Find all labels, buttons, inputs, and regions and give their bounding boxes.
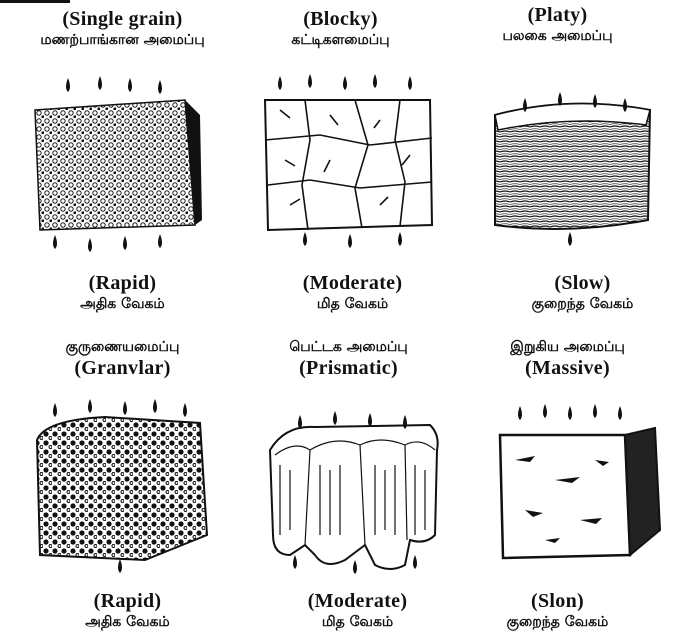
granular-rate: (Rapid) அதிக வேகம் — [15, 590, 240, 632]
heading-ta: பெட்டக அமைப்பு — [236, 337, 461, 357]
top-rule — [0, 0, 70, 3]
heading-ta: கட்டிகளமைப்பு — [228, 30, 453, 50]
granular-illustration — [25, 395, 225, 575]
prismatic-illustration — [255, 395, 455, 580]
single-grain-rate: (Rapid) அதிக வேகம் — [10, 272, 235, 314]
rate-en: (Rapid) — [15, 590, 240, 612]
platy-heading: (Platy) பலகை அமைப்பு — [445, 4, 670, 46]
rate-ta: மித வேகம் — [245, 612, 470, 632]
single-grain-heading: (Single grain) மணற்பாங்கான அமைப்பு — [10, 8, 235, 50]
heading-ta: பலகை அமைப்பு — [445, 26, 670, 46]
rate-ta: அதிக வேகம் — [15, 612, 240, 632]
rate-ta: குறைந்த வேகம் — [445, 612, 670, 632]
rate-en: (Rapid) — [10, 272, 235, 294]
heading-en: (Granvlar) — [10, 357, 235, 379]
rate-en: (Slow) — [470, 272, 676, 294]
rate-en: (Slon) — [445, 590, 670, 612]
massive-rate: (Slon) குறைந்த வேகம் — [445, 590, 670, 632]
massive-heading: இறுகிய அமைப்பு (Massive) — [455, 337, 676, 379]
rate-en: (Moderate) — [240, 272, 465, 294]
heading-ta: மணற்பாங்கான அமைப்பு — [10, 30, 235, 50]
rate-ta: அதிக வேகம் — [10, 294, 235, 314]
heading-en: (Platy) — [445, 4, 670, 26]
heading-en: (Blocky) — [228, 8, 453, 30]
heading-ta: குருணையமைப்பு — [10, 337, 235, 357]
prismatic-rate: (Moderate) மித வேகம் — [245, 590, 470, 632]
single-grain-illustration — [20, 70, 220, 260]
rate-en: (Moderate) — [245, 590, 470, 612]
platy-illustration — [480, 70, 660, 260]
heading-en: (Massive) — [455, 357, 676, 379]
blocky-rate: (Moderate) மித வேகம் — [240, 272, 465, 314]
platy-rate: (Slow) குறைந்த வேகம் — [470, 272, 676, 314]
heading-ta: இறுகிய அமைப்பு — [455, 337, 676, 357]
massive-illustration — [485, 400, 665, 575]
heading-en: (Single grain) — [10, 8, 235, 30]
prismatic-heading: பெட்டக அமைப்பு (Prismatic) — [236, 337, 461, 379]
heading-en: (Prismatic) — [236, 357, 461, 379]
rate-ta: மித வேகம் — [240, 294, 465, 314]
blocky-illustration — [250, 70, 450, 260]
granular-heading: குருணையமைப்பு (Granvlar) — [10, 337, 235, 379]
rate-ta: குறைந்த வேகம் — [470, 294, 676, 314]
blocky-heading: (Blocky) கட்டிகளமைப்பு — [228, 8, 453, 50]
